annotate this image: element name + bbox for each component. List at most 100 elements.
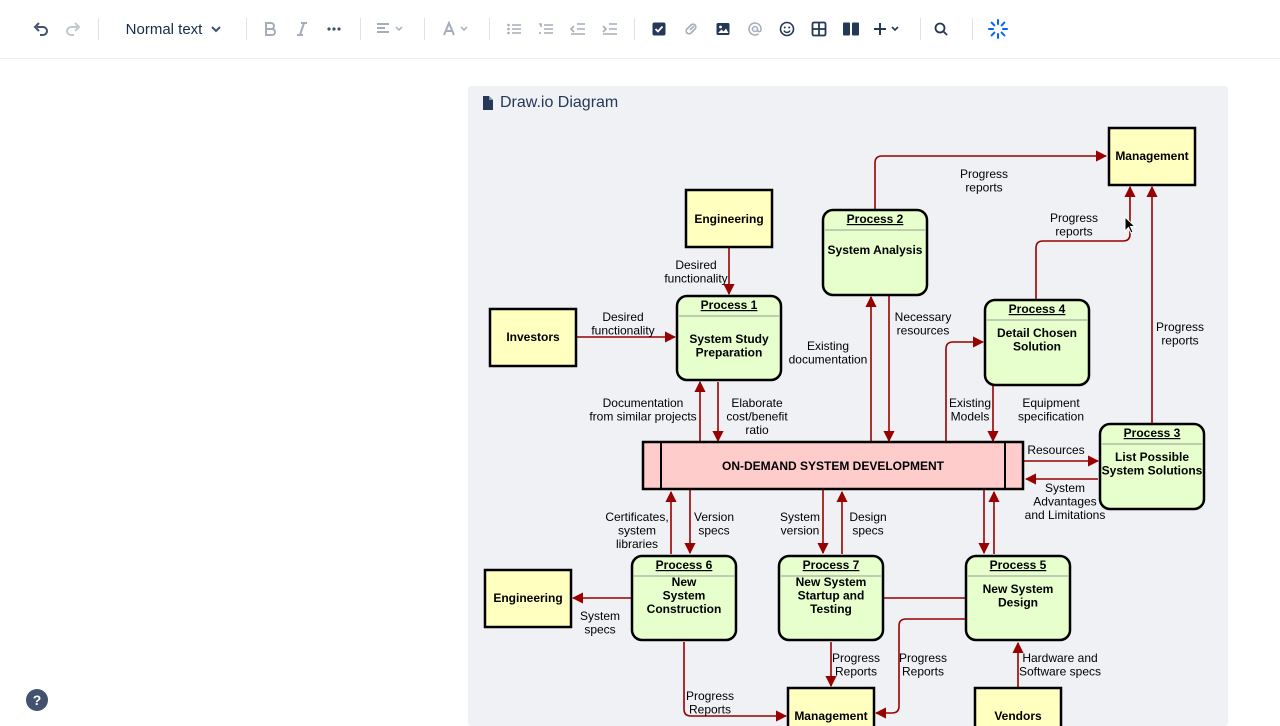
- drawio-diagram-panel[interactable]: Draw.io Diagram: [468, 86, 1228, 726]
- entity-engineering-top: Engineering: [684, 188, 774, 249]
- entity-vendors: Vendors: [973, 686, 1063, 726]
- text-color-icon[interactable]: [440, 17, 472, 41]
- more-formatting-icon[interactable]: [323, 17, 345, 41]
- toolbar-divider: [634, 18, 635, 40]
- toolbar-divider: [489, 18, 490, 40]
- entity-management-bottom: Management: [786, 686, 876, 726]
- document-icon: [483, 96, 493, 110]
- edge-p5-management: [874, 618, 965, 719]
- emoji-icon[interactable]: [776, 17, 798, 41]
- numbered-list-icon[interactable]: [535, 17, 557, 41]
- toolbar-divider: [972, 18, 973, 40]
- system-label: ON-DEMAND SYSTEM DEVELOPMENT: [722, 459, 945, 473]
- process-id-label: Process 2: [847, 212, 904, 226]
- outdent-icon[interactable]: [567, 17, 589, 41]
- layout-icon[interactable]: [840, 17, 862, 41]
- text-style-label: Normal text: [125, 20, 203, 38]
- edge-p6-management: [683, 642, 788, 722]
- insert-icon[interactable]: [872, 17, 908, 41]
- svg-text:Management: Management: [1115, 149, 1188, 163]
- process-id-label: Process 5: [990, 558, 1047, 572]
- svg-text:Engineering: Engineering: [493, 591, 562, 605]
- bold-icon[interactable]: [259, 17, 281, 41]
- svg-text:Investors: Investors: [506, 330, 560, 344]
- bullet-list-icon[interactable]: [503, 17, 525, 41]
- entity-investors: Investors: [488, 307, 578, 368]
- italic-icon[interactable]: [291, 17, 313, 41]
- undo-icon[interactable]: [30, 17, 52, 41]
- editor-toolbar: Normal text: [0, 0, 1280, 59]
- align-icon[interactable]: [374, 17, 406, 41]
- link-icon[interactable]: [680, 17, 702, 41]
- svg-text:Management: Management: [794, 709, 867, 723]
- process-id-label: Process 3: [1124, 426, 1181, 440]
- panel-title: Draw.io Diagram: [500, 94, 619, 111]
- system-store: ON-DEMAND SYSTEM DEVELOPMENT: [641, 440, 1025, 491]
- entity-engineering-bottom: Engineering: [483, 568, 573, 629]
- toolbar-divider: [360, 18, 361, 40]
- edge-system-p4: [945, 336, 985, 441]
- text-style-dropdown[interactable]: Normal text: [118, 17, 230, 41]
- redo-icon[interactable]: [62, 17, 84, 41]
- process-id-label: Process 4: [1009, 302, 1066, 316]
- toolbar-divider: [424, 18, 425, 40]
- image-icon[interactable]: [712, 17, 734, 41]
- process-id-label: Process 1: [701, 298, 758, 312]
- svg-text:Engineering: Engineering: [694, 212, 763, 226]
- loading-icon[interactable]: [986, 17, 1010, 41]
- edge-p2-management: [874, 150, 1108, 209]
- chevron-down-icon: [211, 26, 222, 33]
- toolbar-divider: [246, 18, 247, 40]
- search-icon[interactable]: [930, 17, 952, 41]
- help-button[interactable]: ?: [26, 689, 48, 711]
- process-id-label: Process 6: [656, 558, 713, 572]
- mention-icon[interactable]: [744, 17, 766, 41]
- edge-p4-management: [1035, 185, 1136, 299]
- table-icon[interactable]: [808, 17, 830, 41]
- entity-management-top: Management: [1107, 126, 1197, 187]
- process-id-label: Process 7: [803, 558, 860, 572]
- task-icon[interactable]: [648, 17, 670, 41]
- edge-label-resources: Resources: [1027, 443, 1084, 457]
- toolbar-divider: [920, 18, 921, 40]
- flow-edges: [571, 150, 1158, 722]
- svg-text:Vendors: Vendors: [994, 709, 1042, 723]
- indent-icon[interactable]: [599, 17, 621, 41]
- panel-header: Draw.io Diagram: [482, 94, 618, 112]
